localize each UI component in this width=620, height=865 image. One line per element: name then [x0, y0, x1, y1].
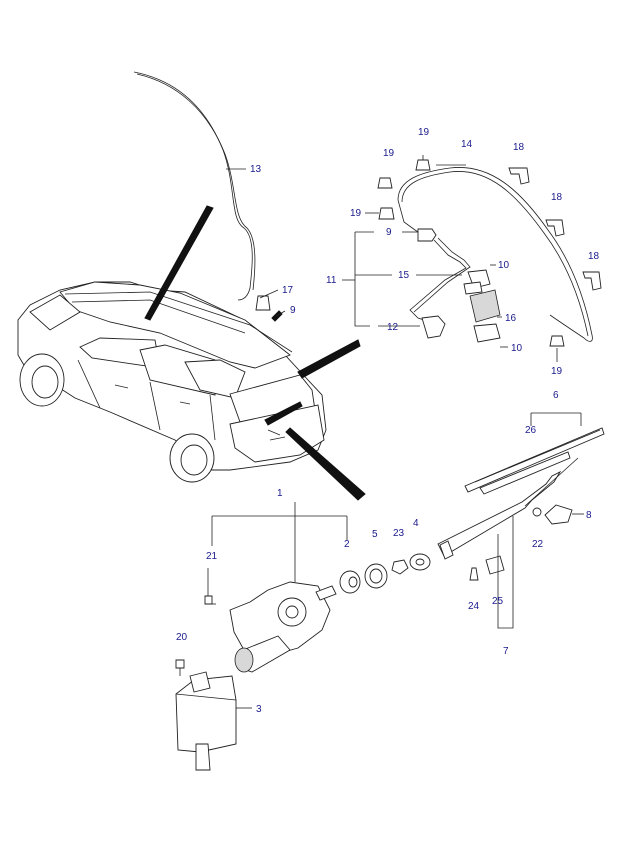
- callout-19: 19: [551, 366, 563, 377]
- callout-18: 18: [588, 251, 600, 262]
- callout-19: 19: [350, 208, 362, 219]
- vehicle-illustration: [17, 205, 366, 501]
- callout-12: 12: [387, 322, 399, 333]
- callout-17: 17: [282, 285, 294, 296]
- callout-9: 9: [386, 227, 392, 238]
- callout-18: 18: [551, 192, 563, 203]
- callout-3: 3: [256, 704, 262, 715]
- callout-10: 10: [511, 343, 523, 354]
- callout-16: 16: [505, 313, 517, 324]
- callout-15: 15: [398, 270, 410, 281]
- callout-18: 18: [513, 142, 525, 153]
- callout-10: 10: [498, 260, 510, 271]
- callout-11: 11: [326, 275, 337, 286]
- callout-22: 22: [532, 539, 544, 550]
- callout-25: 25: [492, 596, 504, 607]
- callout-5: 5: [372, 529, 378, 540]
- callout-13: 13: [250, 164, 262, 175]
- callout-8: 8: [586, 510, 592, 521]
- callout-21: 21: [206, 551, 218, 562]
- nozzle-assembly-11: [342, 228, 508, 348]
- callout-7: 7: [503, 646, 509, 657]
- callout-20: 20: [176, 632, 188, 643]
- callout-6: 6: [553, 390, 559, 401]
- callout-4: 4: [413, 518, 419, 529]
- washer-hose-13: [133, 71, 286, 322]
- callout-14: 14: [461, 139, 473, 150]
- callout-24: 24: [468, 601, 480, 612]
- callout-23: 23: [393, 528, 405, 539]
- callout-2: 2: [344, 539, 350, 550]
- callout-19: 19: [383, 148, 395, 159]
- callout-labels: 13 17 9 19 14 19 18 19 18 9 11 15 10 18 …: [176, 127, 600, 715]
- callout-26: 26: [525, 425, 537, 436]
- washer-hose-14: [365, 155, 602, 362]
- wiper-arm-blade-assembly: [437, 412, 605, 629]
- callout-1: 1: [277, 488, 283, 499]
- callout-9: 9: [290, 305, 296, 316]
- callout-19: 19: [418, 127, 430, 138]
- wiper-motor-assembly: [175, 502, 431, 771]
